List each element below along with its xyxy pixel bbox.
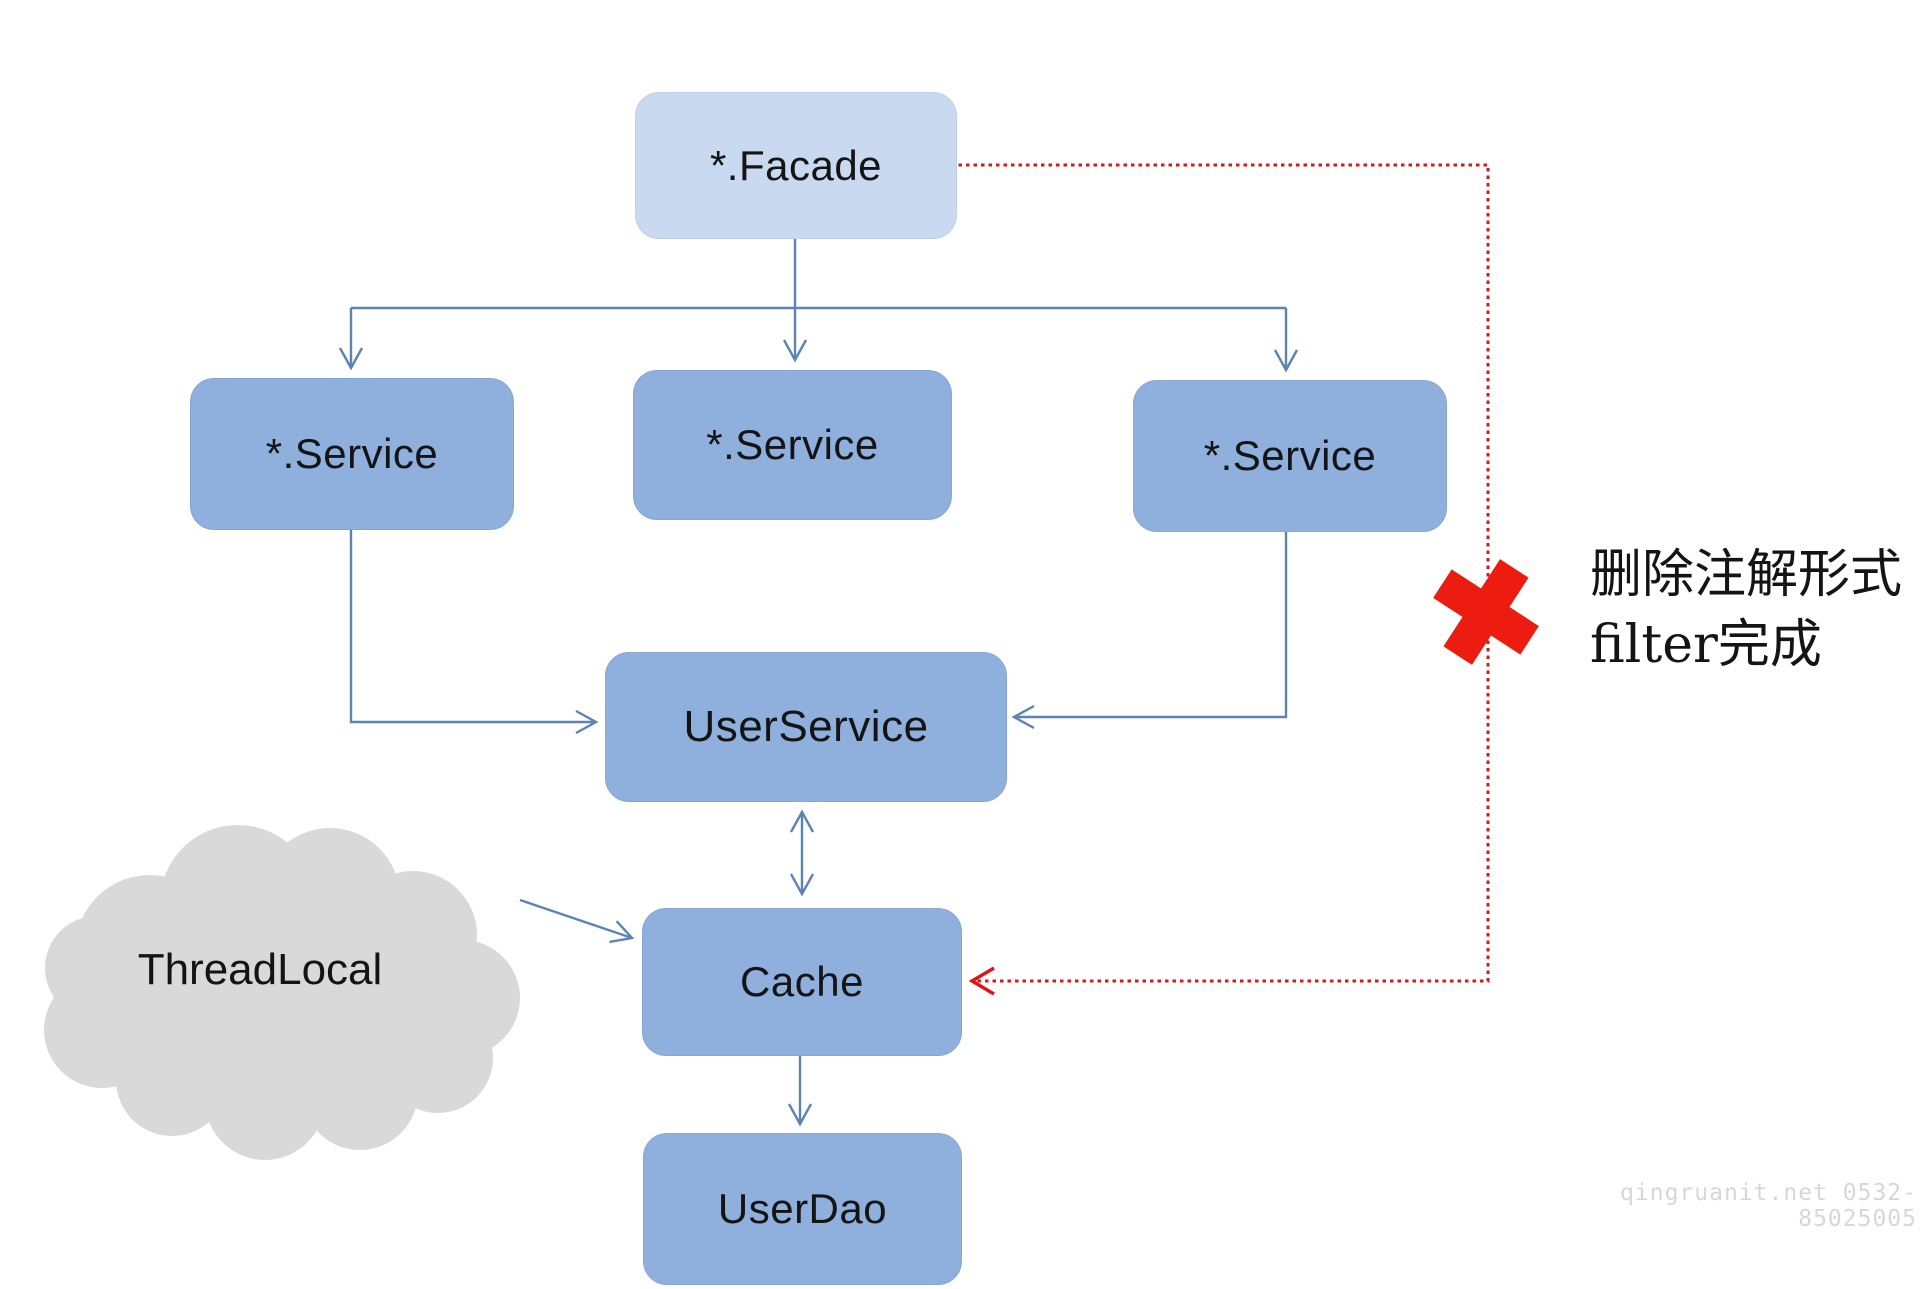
threadlocal-text: ThreadLocal — [137, 945, 383, 994]
node-threadlocal-label: ThreadLocal — [60, 938, 460, 1002]
node-userdao: UserDao — [643, 1133, 962, 1285]
annotation-delete-filter: 删除注解形式 filter完成 — [1590, 540, 1925, 680]
connector-leftservice-to-userservice — [349, 529, 599, 735]
node-userdao-label: UserDao — [717, 1185, 888, 1232]
watermark-text: qingruanit.net 0532-85025005 — [1620, 1180, 1917, 1232]
node-userservice-label: UserService — [683, 702, 929, 751]
node-cache: Cache — [642, 908, 962, 1056]
annotation-line2: filter完成 — [1590, 615, 1822, 675]
node-service-left-label: *.Service — [265, 430, 439, 477]
node-facade-label: *.Facade — [709, 141, 883, 189]
annotation-line1: 删除注解形式 — [1590, 545, 1903, 605]
node-facade: *.Facade — [635, 92, 957, 239]
connector-rightservice-to-userservice — [1011, 531, 1288, 730]
node-service-right: *.Service — [1133, 380, 1447, 532]
threadlocal-cloud — [44, 825, 520, 1160]
node-userservice: UserService — [605, 652, 1007, 802]
node-service-middle: *.Service — [633, 370, 952, 520]
connector-facade-to-cache-dotted — [951, 163, 1490, 996]
node-service-right-label: *.Service — [1203, 432, 1377, 479]
delete-cross-icon — [1433, 559, 1539, 665]
node-cache-label: Cache — [740, 958, 864, 1005]
node-service-middle-label: *.Service — [706, 421, 879, 468]
connector-cloud-to-cache — [519, 898, 635, 944]
node-service-left: *.Service — [190, 378, 514, 530]
